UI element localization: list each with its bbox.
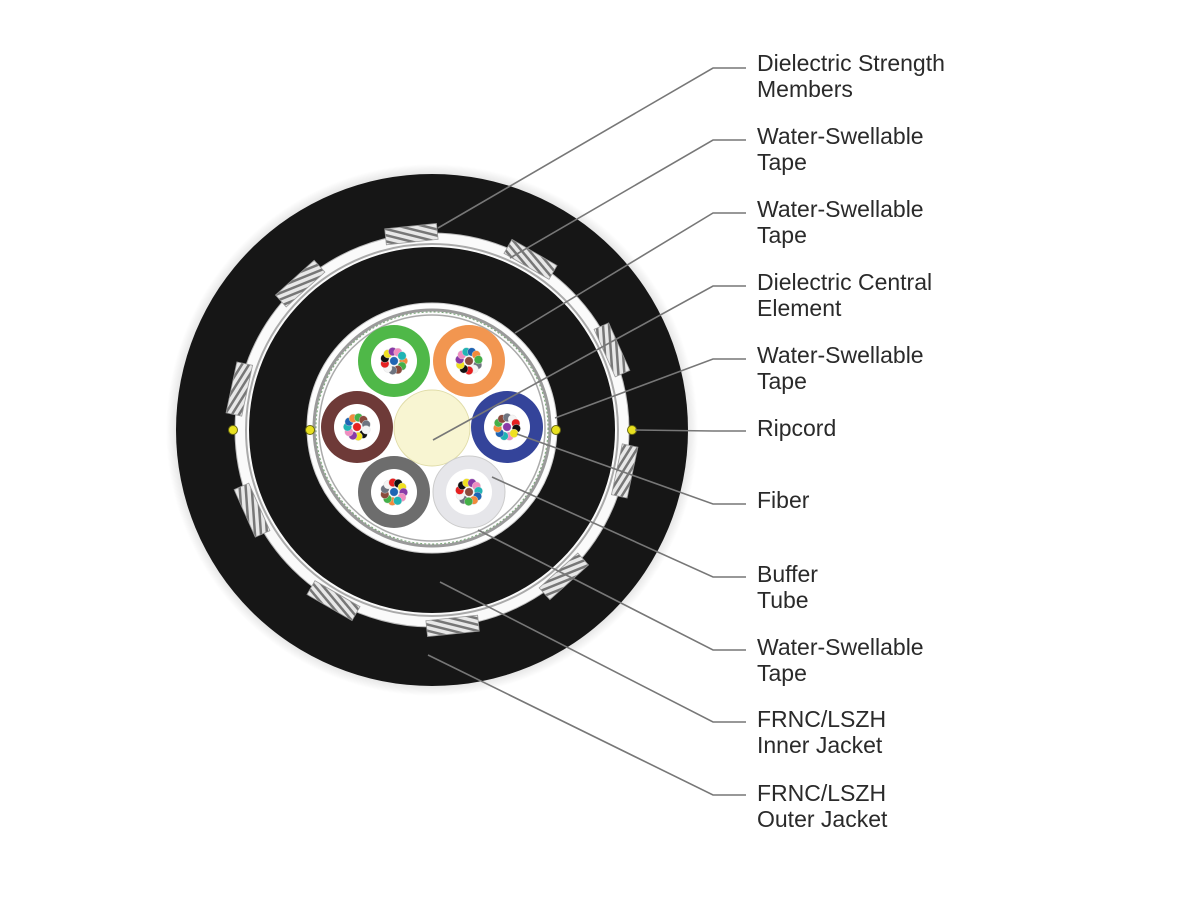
leader-line xyxy=(427,654,746,796)
fiber xyxy=(397,351,407,361)
callout-label: Dielectric Central Element xyxy=(757,269,933,321)
callout-label: FRNC/LSZH Inner Jacket xyxy=(757,706,887,758)
strength-member xyxy=(274,259,326,308)
fiber xyxy=(393,496,403,506)
callout-label: Dielectric Strength Members xyxy=(757,50,945,102)
fiber xyxy=(361,425,371,435)
callout-label: Buffer Tube xyxy=(757,561,818,613)
leader-line xyxy=(634,429,746,432)
callout-label: Water-Swellable Tape xyxy=(757,342,924,394)
fiber xyxy=(464,356,474,366)
fiber xyxy=(464,487,474,497)
strength-member xyxy=(593,322,631,378)
fiber xyxy=(474,355,483,365)
ripcord xyxy=(305,425,315,435)
ripcord xyxy=(551,425,561,435)
strength-member xyxy=(225,361,254,417)
fiber xyxy=(389,487,399,497)
callout-label: Water-Swellable Tape xyxy=(757,123,924,175)
dielectric-central-element xyxy=(393,389,471,467)
strength-member xyxy=(306,580,361,622)
fiber xyxy=(352,422,362,432)
callout-label: Ripcord xyxy=(757,415,837,441)
strength-member xyxy=(425,614,480,638)
leader-line xyxy=(491,476,746,578)
fiber xyxy=(389,356,399,366)
fiber xyxy=(502,422,512,432)
leader-line xyxy=(516,433,746,505)
strength-member xyxy=(233,482,271,538)
callout-label: Fiber xyxy=(757,487,810,513)
leader-line xyxy=(514,212,746,334)
strength-member xyxy=(384,222,439,246)
water-swellable-tape-inner-edge xyxy=(245,243,619,617)
fiber xyxy=(509,428,519,438)
leader-line xyxy=(509,139,746,259)
strength-member xyxy=(503,238,558,280)
core-tape-ring-green xyxy=(315,311,549,545)
callout-label: Water-Swellable Tape xyxy=(757,196,924,248)
leader-line xyxy=(439,581,746,723)
ripcord xyxy=(228,425,238,435)
leader-line xyxy=(432,285,746,441)
callout-label: Water-Swellable Tape xyxy=(757,634,924,686)
callout-label: FRNC/LSZH Outer Jacket xyxy=(757,780,888,832)
leader-line xyxy=(554,358,746,419)
fiber xyxy=(464,497,474,506)
leader-line xyxy=(477,529,746,651)
leader-line xyxy=(437,67,746,229)
